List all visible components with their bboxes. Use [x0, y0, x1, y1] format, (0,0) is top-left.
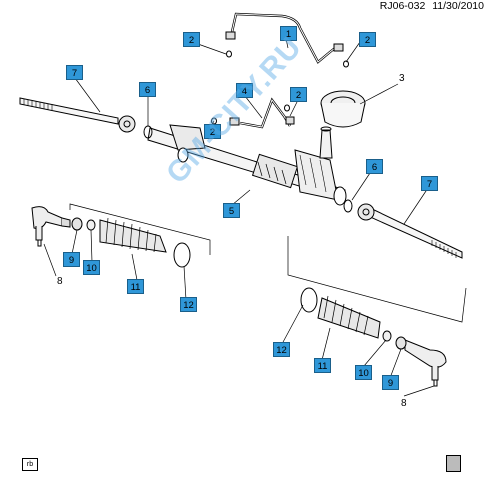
callout-8: 8	[57, 276, 63, 287]
left-jam-nut	[71, 217, 83, 231]
right-boot	[317, 295, 381, 339]
callout-6: 6	[366, 159, 383, 174]
callout-2: 2	[183, 32, 200, 47]
callout-9: 9	[63, 252, 80, 267]
left-bracket-line	[69, 203, 211, 255]
callout-1: 1	[280, 26, 297, 41]
left-inner-tie-rod	[19, 97, 136, 133]
right-clamp	[382, 330, 392, 342]
callout-2: 2	[359, 32, 376, 47]
right-boot-clamp	[300, 287, 318, 313]
callout-5: 5	[223, 203, 240, 218]
upper-fluid-line	[225, 12, 344, 64]
callout-2: 2	[204, 124, 221, 139]
callout-12: 12	[180, 297, 197, 312]
leader-lines	[43, 33, 435, 397]
callout-2: 2	[290, 87, 307, 102]
left-clamp	[86, 219, 96, 231]
pinion-seal	[320, 90, 366, 128]
left-boot-clamp	[173, 242, 191, 268]
right-inner-tie-rod	[357, 203, 463, 259]
callout-8: 8	[401, 398, 407, 409]
diagram-code: RJ06-032	[379, 0, 426, 12]
callout-6: 6	[139, 82, 156, 97]
left-tie-rod-end	[31, 206, 71, 247]
callout-7: 7	[421, 176, 438, 191]
book-icon	[446, 455, 461, 472]
pinion-shaft	[319, 126, 333, 159]
right-jam-nut	[395, 336, 407, 350]
rack-housing	[147, 124, 347, 206]
callout-3: 3	[399, 73, 405, 84]
diagram-header: RJ06-032 11/30/2010	[318, 0, 484, 12]
left-boot	[99, 217, 167, 253]
callout-10: 10	[355, 365, 372, 380]
right-tie-rod-end	[404, 339, 447, 387]
callout-4: 4	[236, 83, 253, 98]
right-washer	[343, 199, 353, 213]
callout-7: 7	[66, 65, 83, 80]
callout-10: 10	[83, 260, 100, 275]
callout-11: 11	[127, 279, 144, 294]
callout-11: 11	[314, 358, 331, 373]
lower-fluid-line	[229, 97, 295, 129]
callout-12: 12	[273, 342, 290, 357]
footer-badge: rb	[22, 458, 38, 471]
diagram-date: 11/30/2010	[432, 0, 484, 12]
callout-9: 9	[382, 375, 399, 390]
right-bracket-line	[287, 236, 467, 323]
